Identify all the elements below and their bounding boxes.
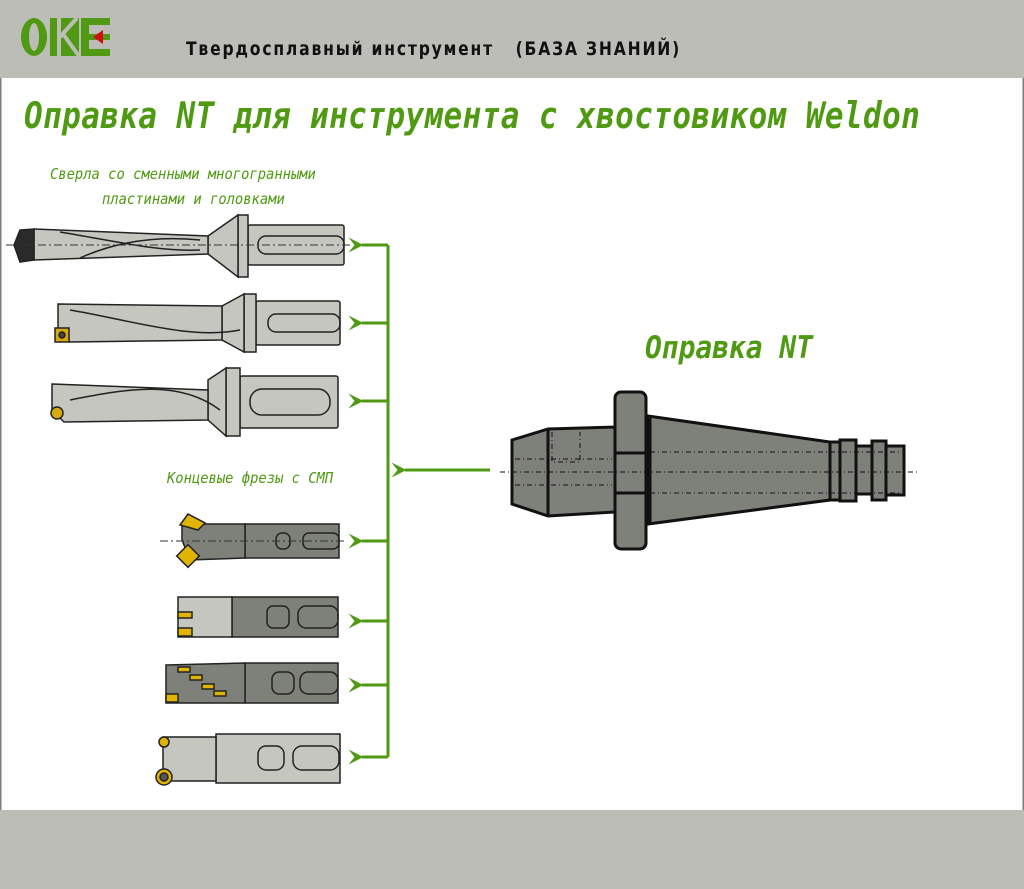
drill-indexable-insert-2 [50, 366, 339, 438]
oke-logo [19, 16, 112, 58]
end-mill-4 [155, 733, 341, 786]
end-mill-3 [165, 662, 339, 704]
center-lines [6, 244, 350, 542]
drill-indexable-insert [54, 292, 341, 354]
footer [0, 810, 1024, 889]
holder-label: Оправка NT [645, 330, 813, 366]
drills-caption-line1: Сверла со сменными многогранными [50, 165, 316, 183]
header-title: Твердосплавный инструмент (БАЗА ЗНАНИЙ) [186, 38, 682, 60]
end-mill-2 [177, 596, 339, 638]
nt-holder-drawing [500, 390, 920, 551]
drill-solid-head [13, 213, 345, 279]
connector-arrows [348, 237, 490, 765]
page-title: Оправка NT для инструмента с хвостовиком… [24, 96, 921, 137]
header: Твердосплавный инструмент (БАЗА ЗНАНИЙ) [0, 0, 1024, 78]
drills-caption-line2: пластинами и головками [102, 190, 285, 208]
mills-caption: Концевые фрезы с СМП [167, 469, 334, 487]
